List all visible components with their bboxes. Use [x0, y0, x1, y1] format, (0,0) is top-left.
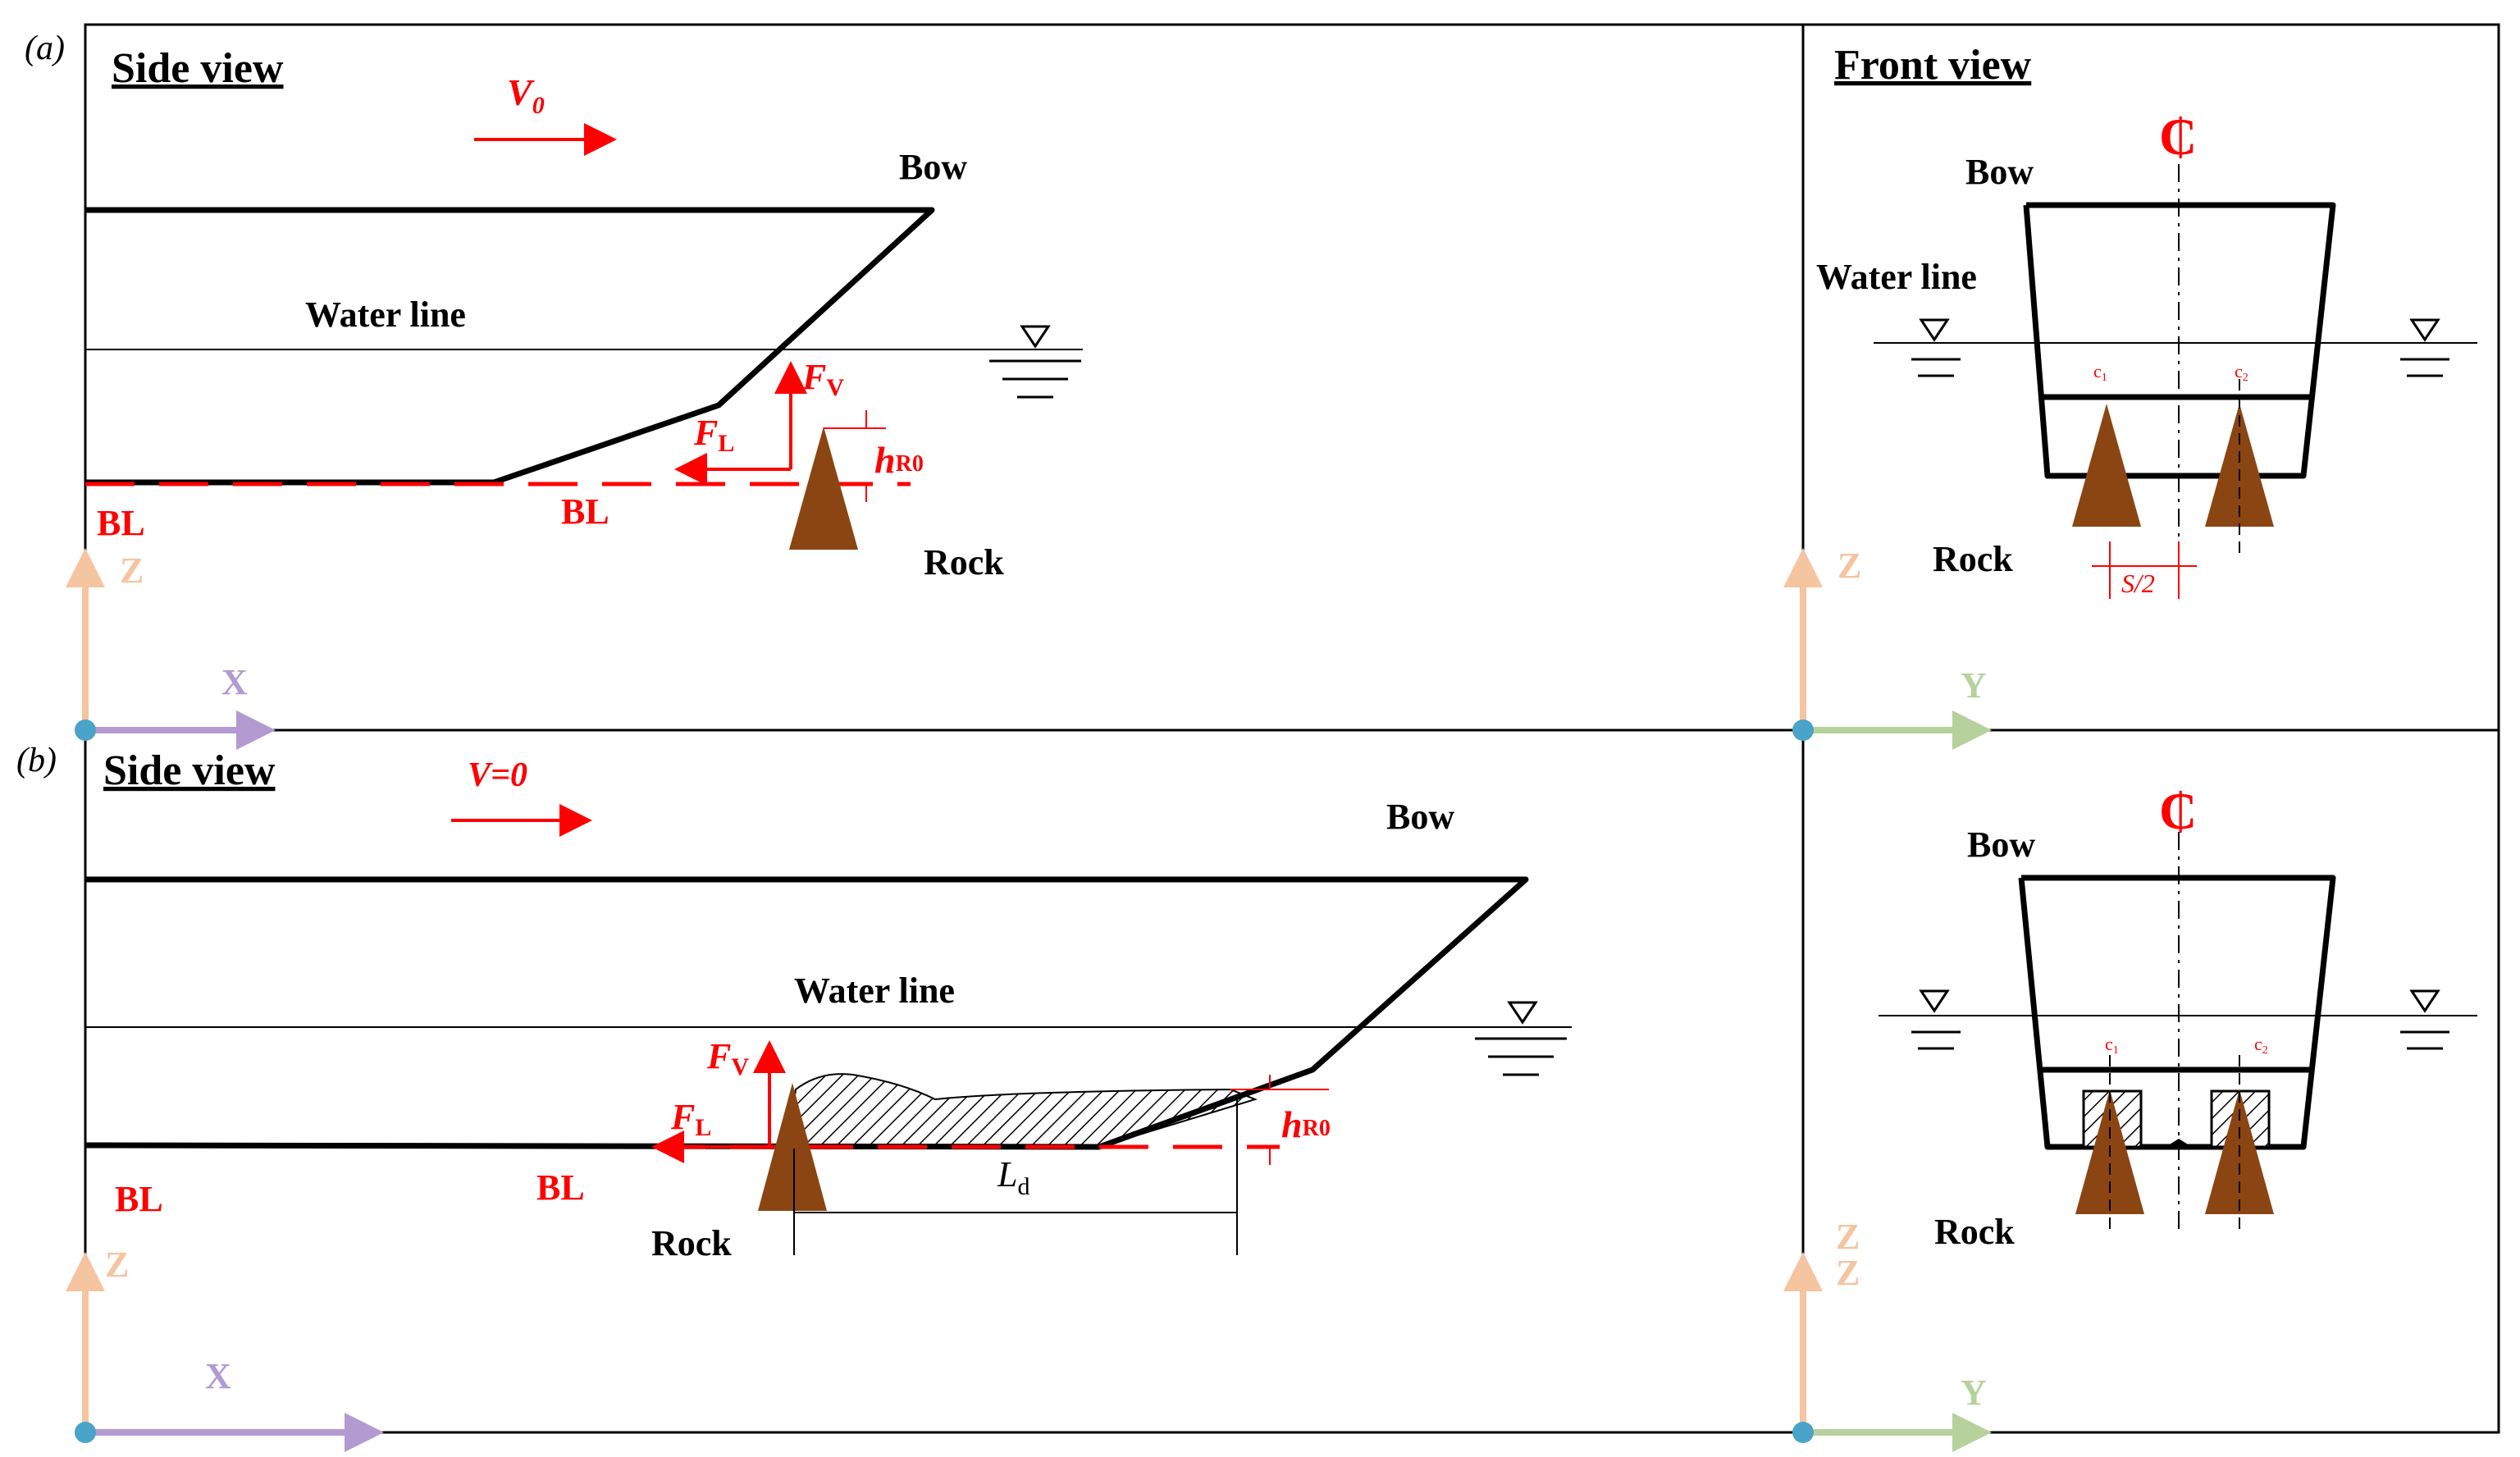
panel-b-side-title: Side view: [103, 747, 276, 794]
z-axis-label-front: Z: [1838, 546, 1861, 586]
panel-a-front-title: Front view: [1834, 42, 2032, 89]
c2-label: c2: [2235, 361, 2248, 384]
water-line-label-front: Water line: [1816, 257, 1977, 297]
hull-outline: [85, 207, 935, 486]
velocity-label: V0: [507, 71, 545, 119]
water-level-symbol-right: [2400, 318, 2449, 377]
panel-a-side-view: (a) Side view V0 Bow Water line BL BL Ro…: [25, 30, 1083, 750]
origin-marker-front: [1792, 719, 1814, 741]
hr0-label: hR0: [874, 439, 924, 481]
water-level-symbol-left: [1911, 318, 1961, 377]
panel-b-tag: (b): [16, 742, 57, 779]
fv-label: FV: [801, 357, 844, 401]
rock-label-b: Rock: [651, 1223, 732, 1263]
z-axis-label-front-b-2: Z: [1836, 1253, 1860, 1293]
bl-label-left-b: BL: [115, 1179, 163, 1219]
c1-label-b: c1: [2105, 1034, 2119, 1057]
panel-b-side-view: (b) Side view V=0 Bow Water line BL BL R…: [16, 742, 1572, 1452]
centerline-symbol-b: ₵: [2159, 782, 2197, 840]
ld-dimension: [793, 1096, 1238, 1255]
water-level-symbol: [989, 325, 1081, 399]
panel-frames: [84, 23, 2500, 1434]
z-axis-label: Z: [120, 550, 144, 591]
x-axis-label: X: [221, 662, 248, 702]
water-level-symbol-right-b: [2400, 989, 2449, 1050]
origin-marker: [75, 719, 96, 741]
rock-label-front: Rock: [1933, 539, 2013, 579]
y-axis-label-front: Y: [1961, 665, 1987, 706]
origin-marker-front-b: [1792, 1422, 1814, 1443]
rock: [789, 427, 858, 550]
bl-label-left: BL: [97, 503, 145, 543]
fl-label: FL: [693, 413, 734, 457]
bow-label-front: Bow: [1965, 152, 2034, 192]
fv-label-b: FV: [706, 1036, 749, 1080]
panel-b-frame: [84, 728, 2500, 1434]
panel-a-tag: (a): [25, 30, 65, 67]
hr0-label-b: hR0: [1281, 1103, 1331, 1145]
ld-label: Ld: [997, 1154, 1029, 1200]
z-axis-label-front-b: Z: [1836, 1217, 1860, 1257]
fl-label-b: FL: [670, 1097, 711, 1141]
rock-1: [2072, 404, 2141, 527]
spacing-dimension: [2092, 541, 2197, 599]
water-level-symbol-left-b: [1911, 989, 1961, 1050]
water-line-label-b: Water line: [794, 971, 955, 1011]
rock-label-front-b: Rock: [1934, 1212, 2015, 1252]
panel-a-side-title: Side view: [112, 45, 284, 92]
c2-label-b: c2: [2254, 1034, 2268, 1057]
rock-b: [758, 1083, 827, 1211]
origin-marker-b: [75, 1422, 96, 1443]
bl-label-mid: BL: [561, 491, 609, 532]
panel-a-frame: [84, 23, 2500, 732]
x-axis-label-b: X: [205, 1356, 231, 1396]
bow-label-b: Bow: [1386, 797, 1454, 837]
velocity-label-b: V=0: [468, 756, 527, 794]
bow-label: Bow: [899, 147, 967, 187]
hull-section: [2023, 202, 2336, 479]
damage-region: [786, 1073, 1258, 1148]
water-line-label: Water line: [305, 295, 466, 335]
velocity-subscript: 0: [532, 92, 545, 119]
centerline-symbol: ₵: [2159, 107, 2197, 166]
velocity-symbol: V: [507, 71, 535, 113]
spacing-label: S/2: [2121, 569, 2155, 598]
hull-section-b: [2018, 875, 2336, 1150]
rock-2: [2205, 404, 2274, 527]
bow-label-front-b: Bow: [1967, 824, 2035, 865]
c1-label: c1: [2093, 361, 2107, 384]
y-axis-label-front-b: Y: [1961, 1373, 1987, 1413]
panel-a-front-view: Front view ₵ Bow Water line c1 c2 Rock S: [1783, 42, 2477, 750]
z-axis-label-b: Z: [105, 1245, 129, 1285]
water-level-symbol-b: [1475, 1001, 1567, 1076]
bl-label-mid-b: BL: [536, 1167, 585, 1208]
panel-b-front-view: ₵ Bow c1 c2 Rock Z Z Y: [1783, 782, 2477, 1452]
rock-label: Rock: [924, 542, 1004, 582]
